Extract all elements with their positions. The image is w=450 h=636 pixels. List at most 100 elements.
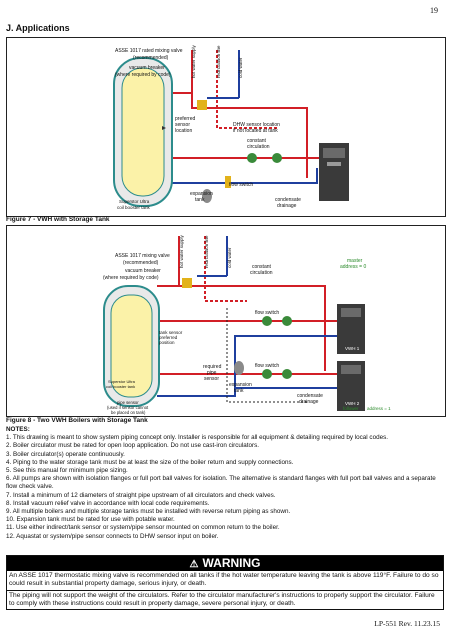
- label-condensate: condensate: [297, 393, 323, 399]
- label-required-pipe-sensor-2: pipe: [207, 370, 217, 376]
- boiler-return-pipe: [167, 168, 318, 184]
- warning-triangle-icon: ⚠: [189, 559, 199, 570]
- circulator-pump-icon: [282, 316, 292, 326]
- label-required-by-code: (where required by code): [115, 72, 171, 78]
- note-item: 12. Aquastat or system/pipe sensor conne…: [6, 532, 219, 540]
- label-condensate-2: drainage: [299, 399, 319, 405]
- figure-8-diagram: ASSE 1017 mixing valve (recommended) vac…: [6, 225, 446, 417]
- label-tank-name-2: coil booster tank: [106, 384, 135, 389]
- storage-tank: [103, 285, 160, 407]
- label-pipe-sensor-note: pipe sensor: [117, 400, 139, 405]
- label-condensate: condensate: [275, 197, 301, 203]
- circulator-pump-icon: [282, 369, 292, 379]
- label-master-address: address = 0: [340, 264, 366, 270]
- label-flow-switch: flow switch: [255, 310, 279, 316]
- note-item: 5. See this manual for minimum pipe sizi…: [6, 467, 128, 475]
- valve-icon: [225, 176, 231, 188]
- storage-tank: [113, 57, 173, 207]
- label-vacuum-breaker: vacuum breaker: [125, 268, 161, 274]
- expansion-tank-icon: [234, 361, 244, 375]
- warning-text-piping: The piping will not support the weight o…: [7, 589, 443, 610]
- notes-title: NOTES:: [6, 426, 30, 433]
- document-revision: LP-551 Rev. 11.23.15: [374, 619, 440, 628]
- label-master-unit: VWH 1: [345, 346, 360, 351]
- boiler: [319, 143, 349, 201]
- label-expansion-tank: expansion: [229, 382, 252, 388]
- label-hot-water-supply: hot water supply: [191, 44, 196, 78]
- warning-header: ⚠WARNING: [7, 556, 443, 571]
- circulator-pump-icon: [247, 153, 257, 163]
- label-tank-sensor-2: preferred: [159, 335, 178, 340]
- label-expansion-tank-2: tank: [195, 197, 205, 203]
- notes-list: 1. This drawing is meant to show system …: [6, 434, 444, 541]
- label-cold-water: cold water: [238, 57, 243, 78]
- label-tank-name-2: coil booster tank: [117, 205, 151, 210]
- note-item: 8. Install vacuum relief valve in accord…: [6, 499, 210, 507]
- warning-title: WARNING: [202, 556, 261, 570]
- label-recirculation-line: recirculation line: [216, 45, 221, 78]
- label-recommended: (recommended): [123, 260, 159, 266]
- note-item: 1. This drawing is meant to show system …: [6, 434, 388, 442]
- figure-7-caption: Figure 7 - VWH with Storage Tank: [6, 216, 110, 223]
- label-hot-water-supply: hot water supply: [179, 234, 184, 268]
- figure-7-diagram: ASSE 1017 rated mixing valve (recommende…: [6, 37, 446, 217]
- label-pipe-sensor-note-2: (used if sensor cannot: [107, 405, 149, 410]
- warning-box: ⚠WARNING An ASSE 1017 thermostatic mixin…: [6, 555, 444, 611]
- label-tank-name: Superstor Ultra: [119, 199, 150, 204]
- label-condensate-2: drainage: [277, 203, 297, 209]
- circulator-pump-icon: [262, 316, 272, 326]
- recirculation-pipe: [204, 236, 247, 302]
- label-required-pipe-sensor: required: [203, 364, 222, 370]
- label-required-by-code: (where required by code): [103, 275, 159, 281]
- circulator-pump-icon: [272, 153, 282, 163]
- label-vacuum-breaker: vacuum breaker: [129, 65, 165, 71]
- label-flow-switch: flow switch: [229, 182, 253, 188]
- label-tank-name: Superstor Ultra: [108, 379, 136, 384]
- expansion-tank-icon: [202, 189, 212, 203]
- mixing-valve-icon: [182, 278, 192, 288]
- boiler-master: [337, 304, 365, 354]
- sensor-icon: [162, 126, 166, 130]
- label-preferred-sensor-2: sensor: [175, 122, 190, 128]
- section-title: J. Applications: [6, 23, 70, 33]
- label-follower: follower: [343, 406, 359, 411]
- label-expansion-tank-2: tank: [234, 388, 244, 394]
- label-expansion-tank: expansion: [190, 191, 213, 197]
- figure-8-caption: Figure 8 - Two VWH Boilers with Storage …: [6, 417, 148, 424]
- label-tank-sensor: tank sensor: [159, 330, 183, 335]
- label-dhw-sensor-2: if not located at tank: [233, 128, 278, 134]
- sensor-wire: [226, 308, 307, 403]
- note-item: 2. Boiler circulator must be rated for o…: [6, 442, 260, 450]
- label-master: master: [347, 258, 363, 264]
- notes-section: NOTES: 1. This drawing is meant to show …: [6, 426, 444, 541]
- mixing-valve-icon: [197, 100, 207, 110]
- note-item: 3. Boiler circulator(s) operate continuo…: [6, 450, 125, 458]
- label-pipe-sensor-note-3: be placed on tank): [111, 410, 146, 415]
- note-item: 9. All multiple boilers and multiple sto…: [6, 508, 291, 516]
- label-dhw-sensor: DHW sensor location: [233, 122, 280, 128]
- note-item: 6. All pumps are shown with isolation fl…: [6, 475, 436, 491]
- label-recirculation-line: recirculation line: [204, 235, 209, 268]
- label-mixing-valve: ASSE 1017 mixing valve: [115, 253, 170, 259]
- label-constant-circulation: constant: [247, 138, 267, 144]
- label-tank-sensor-3: position: [159, 340, 175, 345]
- label-constant-circulation-2: circulation: [250, 270, 273, 276]
- label-flow-switch-2: flow switch: [255, 363, 279, 369]
- label-preferred-sensor-3: location: [175, 128, 192, 134]
- label-mixing-valve: ASSE 1017 rated mixing valve: [115, 48, 183, 54]
- label-cold-water: cold water: [227, 247, 232, 268]
- hot-supply-pipe: [191, 50, 308, 178]
- label-follower-address: address = 1: [367, 406, 391, 411]
- page-number: 19: [430, 6, 438, 15]
- label-recommended: (recommended): [133, 55, 169, 61]
- label-constant-circulation-2: circulation: [247, 144, 270, 150]
- circulator-pump-icon: [262, 369, 272, 379]
- recirculation-pipe: [216, 50, 277, 129]
- warning-text-mixing-valve: An ASSE 1017 thermostatic mixing valve i…: [9, 572, 439, 588]
- label-follower-unit: VWH 2: [345, 401, 360, 406]
- label-constant-circulation: constant: [252, 264, 272, 270]
- note-item: 7. Install a minimum of 12 diameters of …: [6, 491, 276, 499]
- hot-supply-pipe: [178, 236, 326, 371]
- label-required-pipe-sensor-3: sensor: [204, 376, 219, 382]
- note-item: 4. Piping to the water storage tank must…: [6, 458, 294, 466]
